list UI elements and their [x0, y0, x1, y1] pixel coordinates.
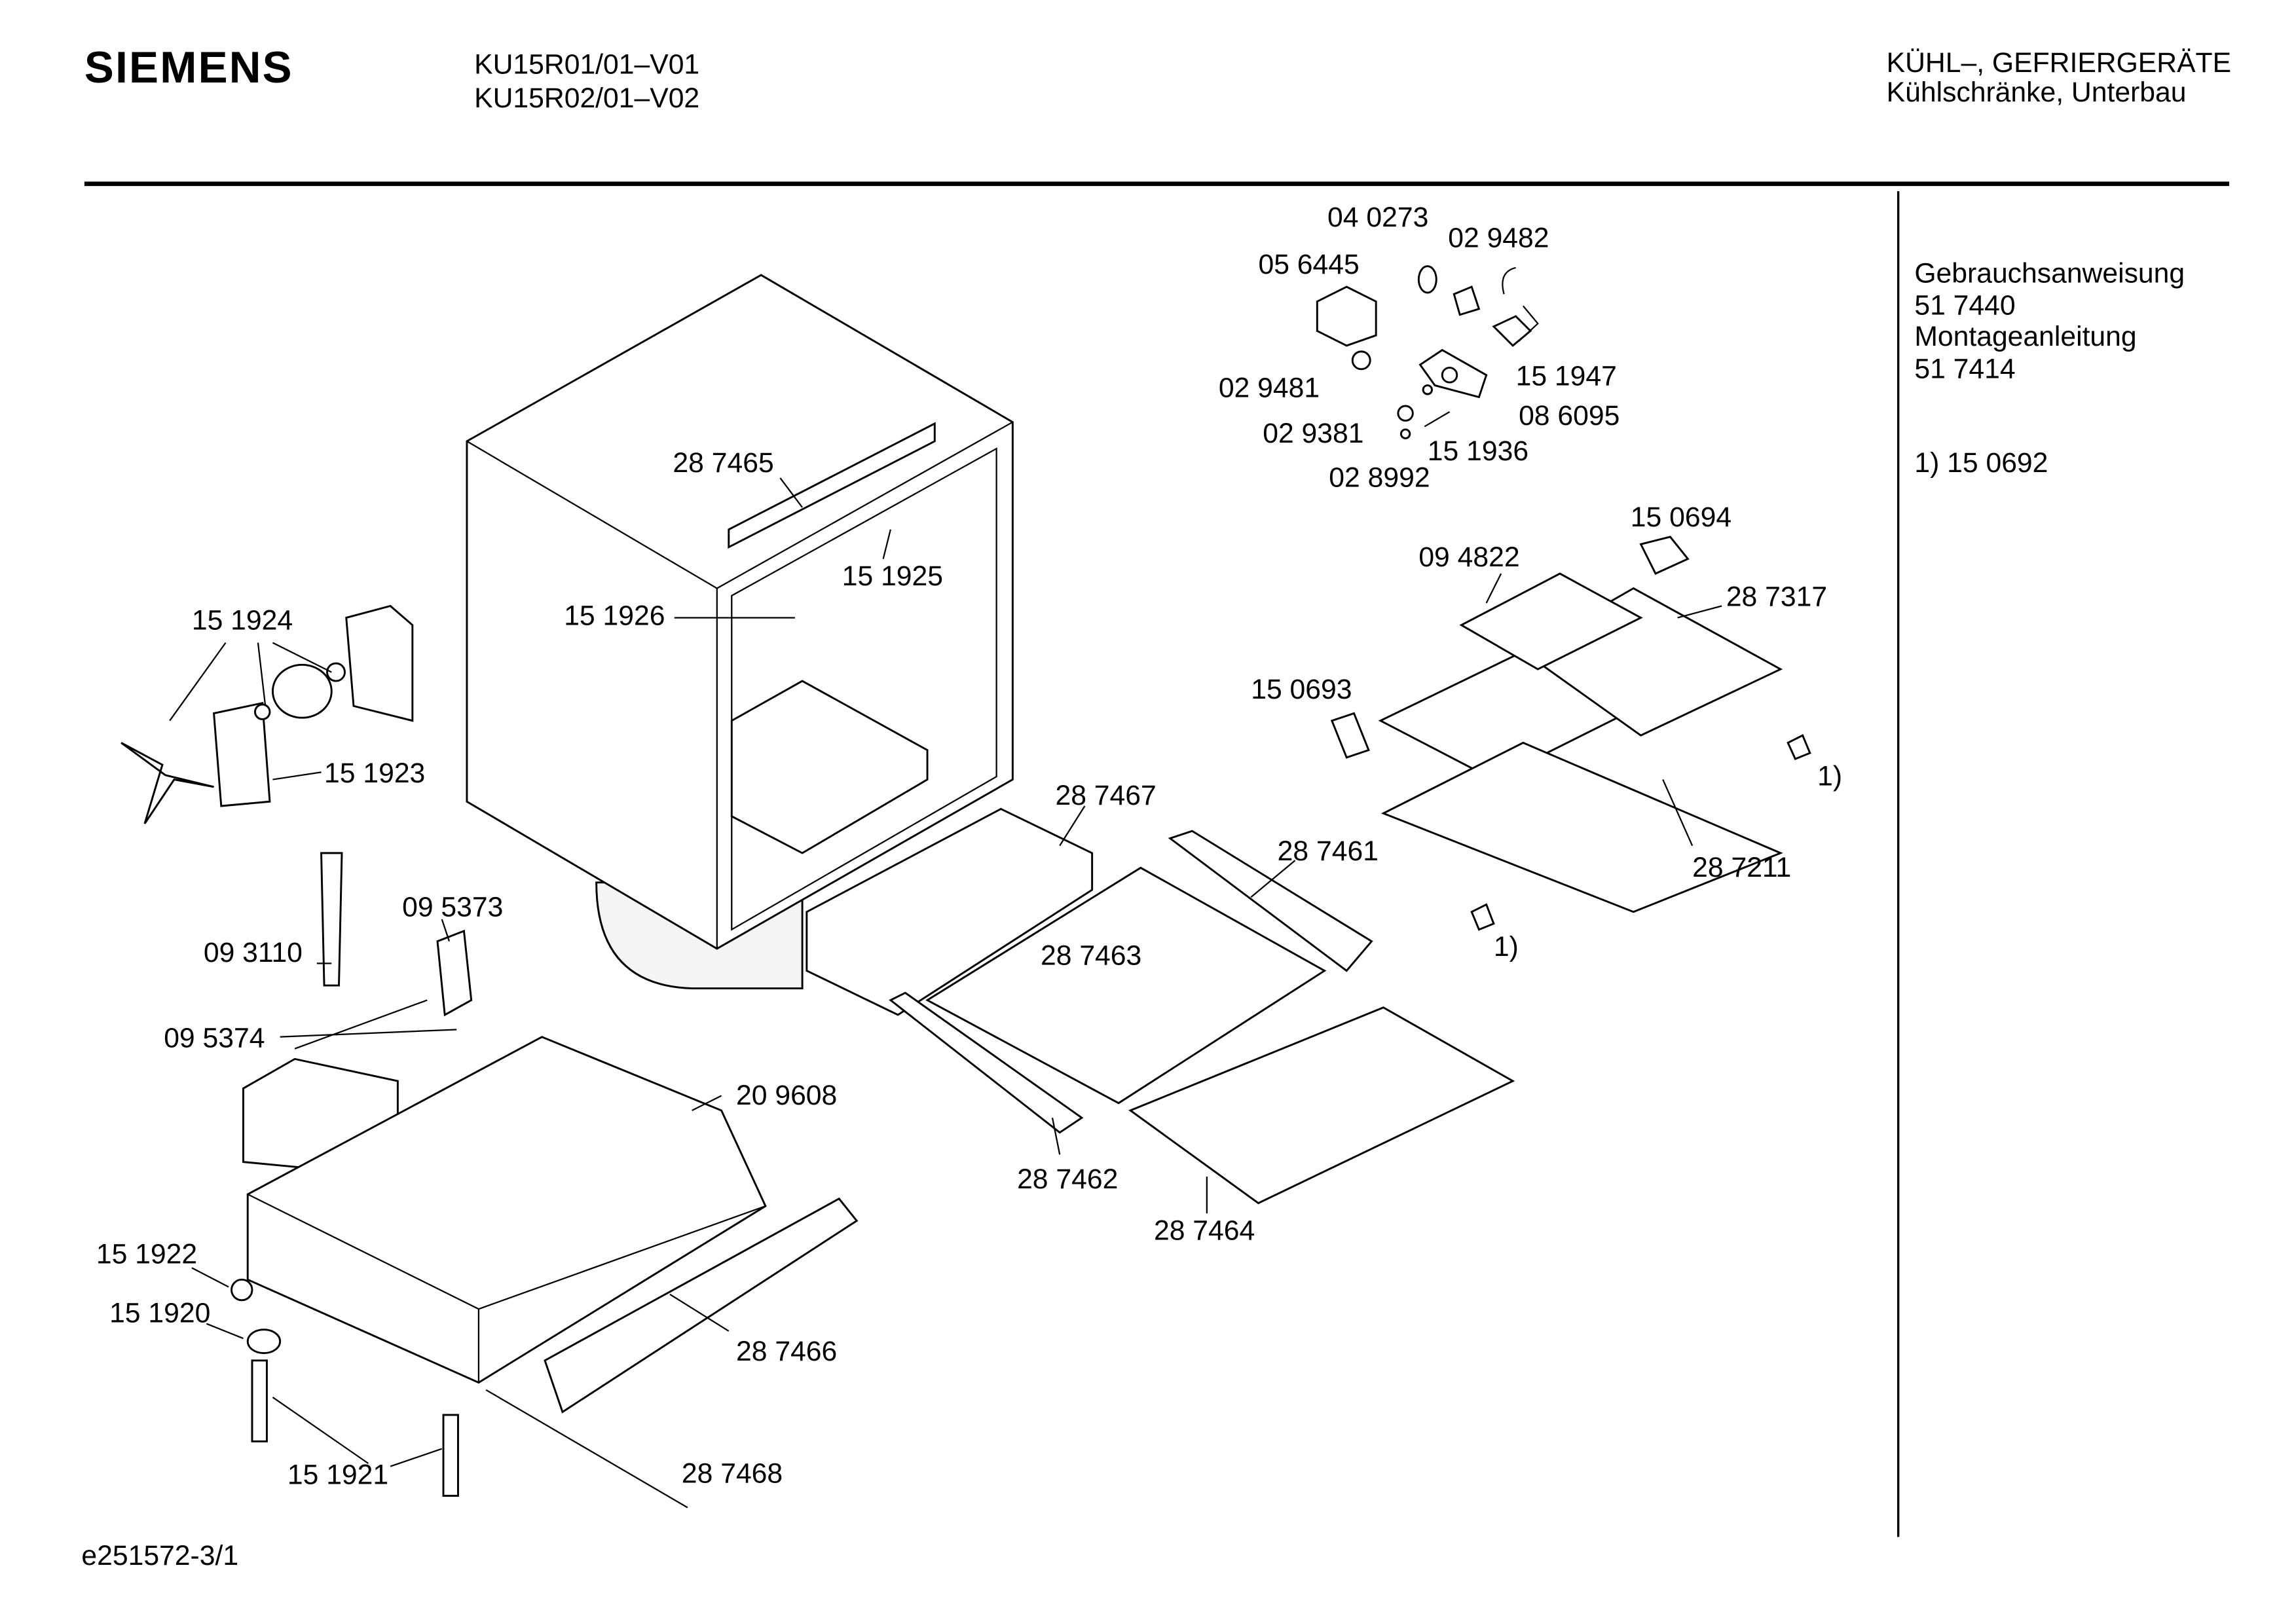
document-id: e251572-3/1: [81, 1540, 238, 1571]
fan-drawing: [120, 604, 414, 824]
manual-label: Gebrauchsanweisung: [1914, 257, 2185, 289]
part-label: 15 1921: [287, 1459, 388, 1491]
part-label: 28 7466: [736, 1336, 837, 1367]
footnote: 1) 15 0692: [1914, 447, 2048, 479]
part-label: 15 1926: [564, 600, 665, 632]
model-1: KU15R01/01–V01: [474, 48, 699, 80]
manual-number: 51 7440: [1914, 290, 2015, 321]
part-label: 15 1920: [109, 1297, 210, 1328]
part-label: 02 9481: [1219, 373, 1320, 404]
leader-lines: [169, 477, 1722, 1467]
base-drawing: [231, 852, 859, 1509]
part-label: 15 1947: [1516, 361, 1617, 392]
install-label: Montageanleitung: [1914, 321, 2136, 352]
part-label: 28 7317: [1726, 581, 1827, 612]
part-label: 05 6445: [1258, 249, 1359, 280]
part-label: 02 9482: [1448, 222, 1549, 253]
part-label: 15 1925: [842, 560, 943, 592]
part-label: 15 0694: [1631, 502, 1731, 533]
part-label: 28 7211: [1692, 852, 1791, 883]
part-label: 09 4822: [1418, 541, 1519, 573]
model-2: KU15R02/01–V02: [474, 82, 699, 114]
part-label: 15 1923: [324, 758, 425, 789]
drawer-drawing: [805, 807, 1515, 1205]
part-label: 09 5374: [164, 1022, 265, 1053]
part-label: 20 9608: [736, 1080, 837, 1111]
part-label: 08 6095: [1519, 400, 1620, 431]
part-label: 15 1924: [192, 604, 293, 636]
part-label: 02 8992: [1329, 462, 1430, 494]
part-label: 15 0693: [1251, 674, 1352, 705]
part-label: 28 7467: [1055, 780, 1156, 811]
controls-drawing: [1316, 265, 1539, 439]
shelves-drawing: [1330, 536, 1811, 931]
part-label: 28 7465: [673, 447, 773, 479]
part-label: 28 7462: [1017, 1163, 1118, 1195]
part-label: 28 7461: [1278, 835, 1379, 867]
install-number: 51 7414: [1914, 353, 2015, 384]
category-title: KÜHL–, GEFRIERGERÄTE: [1887, 47, 2231, 79]
part-label: 09 3110: [204, 937, 303, 968]
part-label: 28 7463: [1041, 940, 1141, 972]
subcategory-title: Kühlschränke, Unterbau: [1887, 77, 2187, 108]
part-label: 28 7468: [682, 1457, 783, 1489]
part-label: 15 1922: [96, 1239, 197, 1270]
part-label: 09 5373: [402, 891, 503, 923]
part-label: 02 9381: [1263, 418, 1363, 449]
part-labels: 04 0273 02 9482 05 6445 15 1947 02 9481 …: [96, 202, 1842, 1491]
part-label: 1): [1494, 931, 1519, 962]
part-label: 04 0273: [1327, 202, 1428, 233]
cabinet-drawing: [466, 274, 1014, 990]
part-label: 1): [1817, 761, 1842, 792]
siemens-logo: SIEMENS: [84, 43, 293, 92]
part-label: 28 7464: [1154, 1215, 1255, 1247]
part-label: 15 1936: [1428, 435, 1528, 467]
